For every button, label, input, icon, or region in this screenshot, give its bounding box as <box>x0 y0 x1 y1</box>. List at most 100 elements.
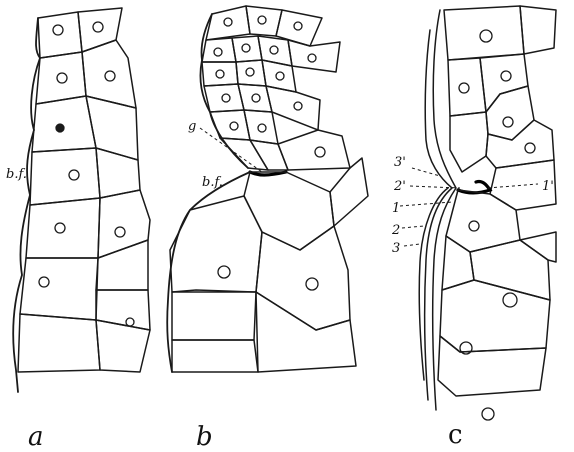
panel-c-cell <box>480 54 528 112</box>
panel-a-cell <box>26 198 100 258</box>
panel-c: 3' 2' 1' 1 2 3 c <box>391 6 556 450</box>
panel-c-cell <box>438 336 546 396</box>
panel-a-nucleus <box>53 25 63 35</box>
panel-b-nucleus <box>222 94 230 102</box>
panel-b-cell <box>232 36 262 62</box>
panel-b-cell <box>172 292 256 340</box>
panel-c-nucleus <box>482 408 494 420</box>
panel-b-cell <box>236 60 266 86</box>
panel-b-cell <box>206 6 250 40</box>
panel-c-label-3: 3 <box>392 241 400 256</box>
panel-c-nucleus <box>501 71 511 81</box>
panel-b-lower-outer-wall <box>167 172 250 372</box>
panel-c-leader-2 <box>402 226 424 228</box>
panel-b-cell <box>172 340 258 372</box>
panel-a-nucleus <box>93 22 103 32</box>
panel-c-label-2prime: 2' <box>393 179 406 194</box>
panel-c-cell <box>450 112 488 172</box>
panel-b-cell <box>288 40 340 72</box>
panel-b-nucleus <box>218 266 230 278</box>
panel-c-nucleus <box>480 30 492 42</box>
panel-b-nucleus <box>224 18 232 26</box>
panel-b-nucleus <box>294 102 302 110</box>
panel-b-nucleus <box>294 22 302 30</box>
panel-b-label-g: g <box>188 119 196 134</box>
panel-b-cell <box>278 130 350 170</box>
panel-a-cell <box>86 96 138 160</box>
panel-b-cell <box>256 292 356 372</box>
panel-c-nucleus <box>459 83 469 93</box>
panel-a-cell <box>18 314 100 372</box>
panel-a-cell <box>32 96 96 152</box>
panel-b-leader-g <box>200 128 262 172</box>
panel-c-label-1: 1 <box>392 201 400 216</box>
panel-a-cell <box>96 148 140 198</box>
panel-b-nucleus <box>270 46 278 54</box>
panel-b-nucleus <box>230 122 238 130</box>
panel-a-nucleus <box>69 170 79 180</box>
panel-b-cell <box>244 110 278 144</box>
panel-b-nucleus <box>308 54 316 62</box>
panel-a-nucleus <box>39 277 49 287</box>
panel-c-leader-1prime <box>488 184 538 188</box>
panel-b-cell <box>262 60 296 92</box>
panel-c-nucleus <box>469 221 479 231</box>
panel-b-nucleus <box>252 94 260 102</box>
panel-c-label-1prime: 1' <box>542 179 554 194</box>
panel-c-leader-1 <box>400 202 452 206</box>
panel-c-letter: c <box>448 420 463 450</box>
panel-a-cell <box>96 240 148 290</box>
panel-b-nucleus <box>276 72 284 80</box>
panel-b-nucleus <box>306 278 318 290</box>
panel-a-nucleus <box>126 318 134 326</box>
panel-c-cell <box>440 280 550 352</box>
panel-c-nucleus <box>525 143 535 153</box>
panel-c-cell <box>520 232 556 262</box>
panel-b-label-bf: b.f. <box>202 175 223 190</box>
panel-b-cell <box>202 62 238 86</box>
panel-a-nucleus <box>55 223 65 233</box>
panel-c-leader-3 <box>404 244 420 246</box>
panel-b-nucleus <box>216 70 224 78</box>
panel-a-nucleus <box>115 227 125 237</box>
panel-b-nucleus <box>214 48 222 56</box>
panel-c-cell <box>520 6 556 54</box>
panel-c-label-3prime: 3' <box>394 155 406 170</box>
panel-c-outer-layer <box>425 30 452 400</box>
panel-b-cell <box>204 84 244 112</box>
panel-b-nucleus <box>246 68 254 76</box>
panel-a-label-bf: b.f. <box>6 167 27 182</box>
panel-a-nucleus <box>105 71 115 81</box>
panel-c-leader-2prime <box>410 186 460 188</box>
panel-a-cell <box>30 148 100 205</box>
panel-a-cell <box>82 40 136 108</box>
panel-b-nucleus <box>242 44 250 52</box>
panel-a-cell <box>36 52 86 104</box>
panel-a-cell <box>96 320 150 372</box>
panel-b-cell <box>258 36 292 66</box>
panel-a-cell <box>98 190 150 258</box>
panel-c-cell <box>470 240 550 300</box>
panel-b-letter: b <box>196 422 213 452</box>
panel-a-nucleus <box>57 73 67 83</box>
panel-b-cell <box>276 10 322 46</box>
panel-a-cell <box>20 258 98 320</box>
panel-b-cell <box>170 196 262 292</box>
panel-a-letter: a <box>28 422 44 452</box>
panel-b-nucleus <box>315 147 325 157</box>
panel-b-cell <box>202 38 236 62</box>
panel-c-cell <box>444 6 524 60</box>
panel-c-nucleus <box>503 117 513 127</box>
panel-c-label-2: 2 <box>391 223 400 238</box>
panel-b-nucleus <box>258 124 266 132</box>
panel-b-cell <box>244 172 334 250</box>
panel-a-cell <box>96 290 150 330</box>
panel-b: g b.f. b <box>167 6 368 452</box>
panel-b-cell <box>256 226 350 330</box>
panel-c-nucleus <box>503 293 517 307</box>
panel-a: b.f. a <box>6 8 150 452</box>
panel-c-cell <box>486 86 534 140</box>
panel-a-nucleus <box>56 124 64 132</box>
panel-b-nucleus <box>258 16 266 24</box>
